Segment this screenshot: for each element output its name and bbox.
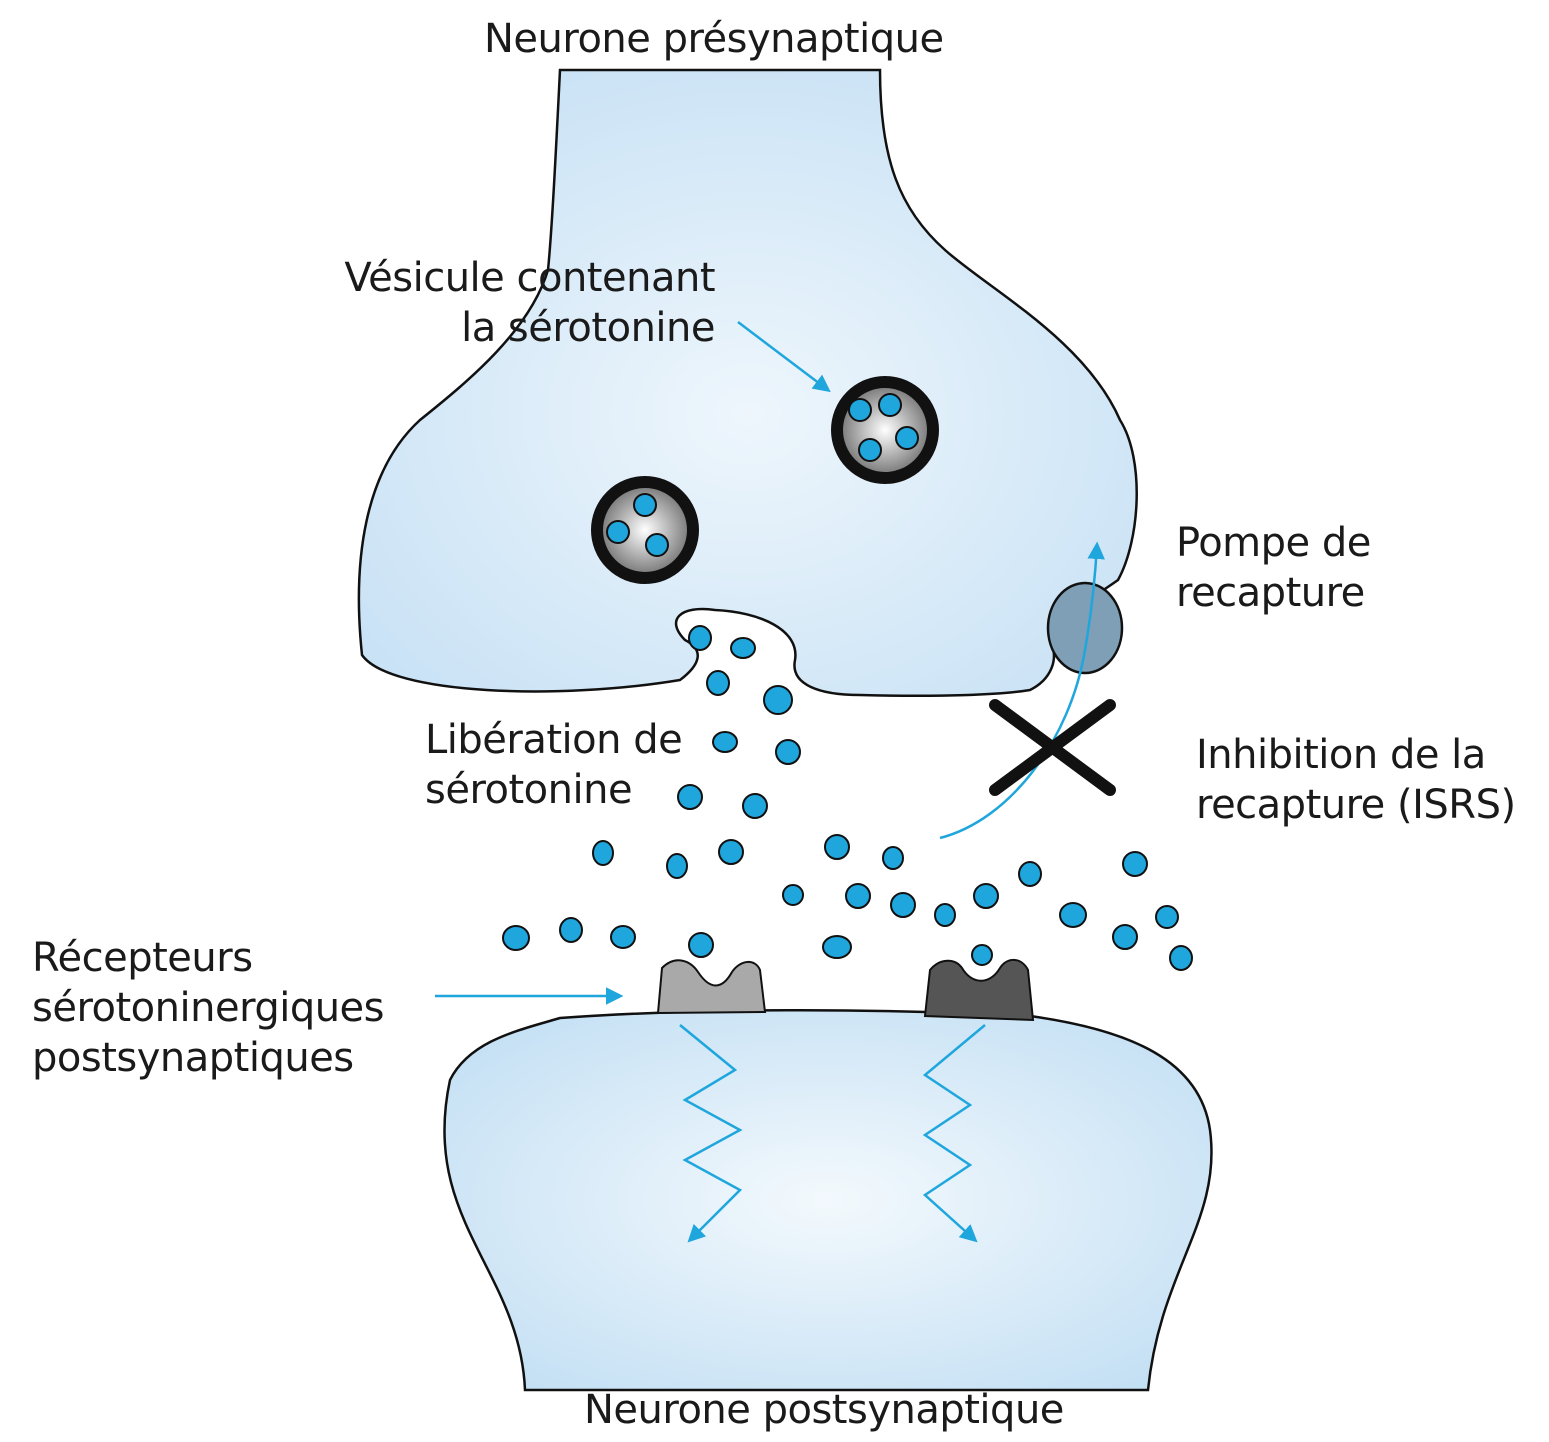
receptors-label-line-3: postsynaptiques <box>32 1033 384 1083</box>
inhibition-label: Inhibition de la recapture (ISRS) <box>1196 730 1516 830</box>
serotonin-molecule <box>823 936 851 958</box>
serotonin-molecule <box>1156 906 1178 928</box>
pump-label: Pompe de recapture <box>1176 518 1371 618</box>
serotonin-molecule <box>1113 925 1137 949</box>
receptors-label-line-1: Récepteurs <box>32 933 384 983</box>
inhibition-label-line-2: recapture (ISRS) <box>1196 780 1516 830</box>
vesicle-1 <box>837 382 933 478</box>
serotonin-molecule <box>667 854 687 878</box>
inhibition-label-line-1: Inhibition de la <box>1196 730 1516 780</box>
serotonin-molecule <box>783 885 803 905</box>
serotonin-molecule <box>1170 946 1192 970</box>
serotonin-molecule <box>593 841 613 865</box>
serotonin-molecule <box>707 671 729 695</box>
serotonin-molecule <box>560 918 582 942</box>
postsynaptic-neuron-label: Neurone postsynaptique <box>584 1385 1064 1435</box>
serotonin-molecule <box>743 794 767 818</box>
serotonin-molecule <box>974 884 998 908</box>
inhibition-x-icon <box>995 705 1110 790</box>
presynaptic-neuron-label: Neurone présynaptique <box>484 14 944 64</box>
serotonin-molecule <box>764 686 792 714</box>
release-label: Libération de sérotonine <box>425 715 682 815</box>
vesicle-label-line-1: Vésicule contenant <box>340 253 715 303</box>
receptors-label-line-2: sérotoninergiques <box>32 983 384 1033</box>
reuptake-pump <box>1048 583 1122 673</box>
serotonin-molecule <box>1019 862 1041 886</box>
serotonin-molecule <box>713 732 737 752</box>
serotonin-molecule <box>825 835 849 859</box>
serotonin-molecule <box>1123 852 1147 876</box>
serotonin-molecule <box>846 884 870 908</box>
serotonin-molecule <box>1060 903 1086 927</box>
pump-label-line-1: Pompe de <box>1176 518 1371 568</box>
serotonin-molecule <box>935 904 955 926</box>
receptor-dark <box>925 960 1033 1020</box>
postsynaptic-neuron <box>444 1010 1211 1390</box>
serotonin-molecule <box>883 847 903 869</box>
vesicle-label: Vésicule contenant la sérotonine <box>340 253 715 353</box>
serotonin-molecule <box>503 926 529 950</box>
receptors-label: Récepteurs sérotoninergiques postsynapti… <box>32 933 384 1083</box>
serotonin-molecule <box>689 933 713 957</box>
serotonin-molecule <box>719 840 743 864</box>
vesicle-label-line-2: la sérotonine <box>340 303 715 353</box>
presynaptic-neuron <box>359 70 1137 696</box>
release-label-line-1: Libération de <box>425 715 682 765</box>
vesicle-2 <box>597 482 693 578</box>
serotonin-molecule <box>972 945 992 965</box>
serotonin-molecule <box>611 926 635 948</box>
serotonin-molecule <box>776 740 800 764</box>
serotonin-molecule <box>689 626 711 650</box>
release-label-line-2: sérotonine <box>425 765 682 815</box>
receptor-light <box>658 960 765 1013</box>
serotonin-molecule <box>891 893 915 917</box>
serotonin-molecule <box>731 638 755 658</box>
pump-label-line-2: recapture <box>1176 568 1371 618</box>
